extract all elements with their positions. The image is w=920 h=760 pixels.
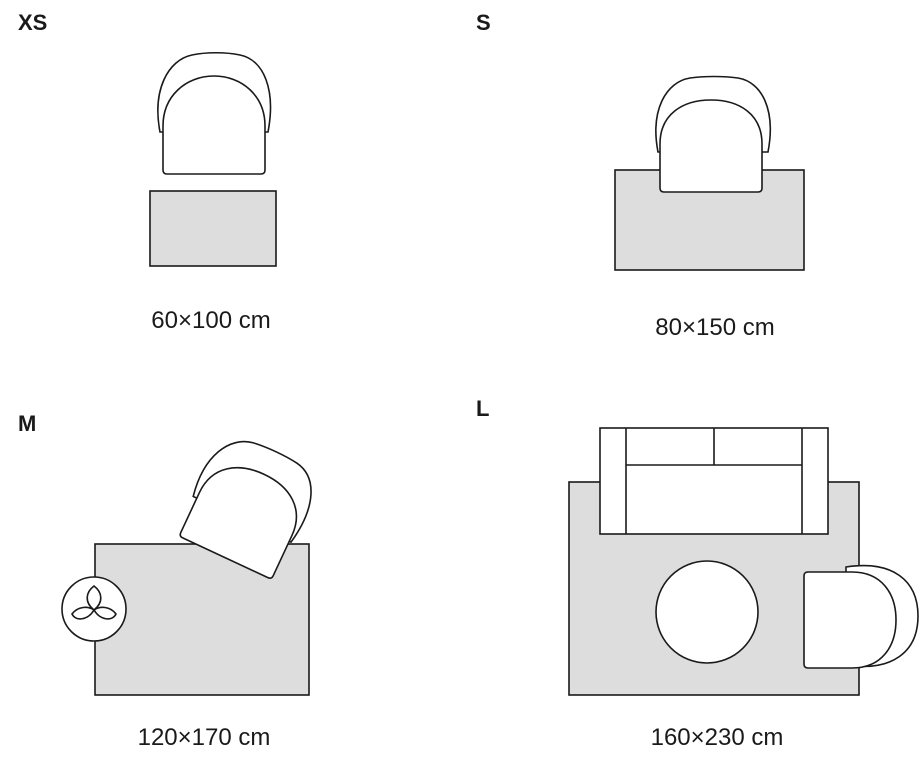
size-label-m: M (18, 411, 37, 436)
round-table-icon (655, 560, 759, 664)
chair-icon (179, 440, 312, 579)
xs-scene (149, 51, 277, 267)
dimension-label-s: 80×150 cm (655, 314, 775, 341)
plant-icon (61, 576, 127, 642)
sofa-icon (599, 427, 829, 535)
l-scene (568, 427, 919, 696)
dimension-label-xs: 60×100 cm (151, 307, 271, 334)
chair-icon (655, 75, 772, 193)
size-label-l: L (476, 396, 490, 421)
size-label-s: S (476, 10, 491, 35)
m-scene (61, 440, 312, 696)
dimension-label-l: 160×230 cm (650, 724, 784, 751)
rug-xs (149, 190, 277, 267)
chair-icon (803, 564, 919, 669)
chair-icon (157, 51, 272, 175)
dimension-label-m: 120×170 cm (137, 724, 271, 751)
s-scene (614, 75, 805, 271)
size-label-xs: XS (18, 10, 48, 35)
